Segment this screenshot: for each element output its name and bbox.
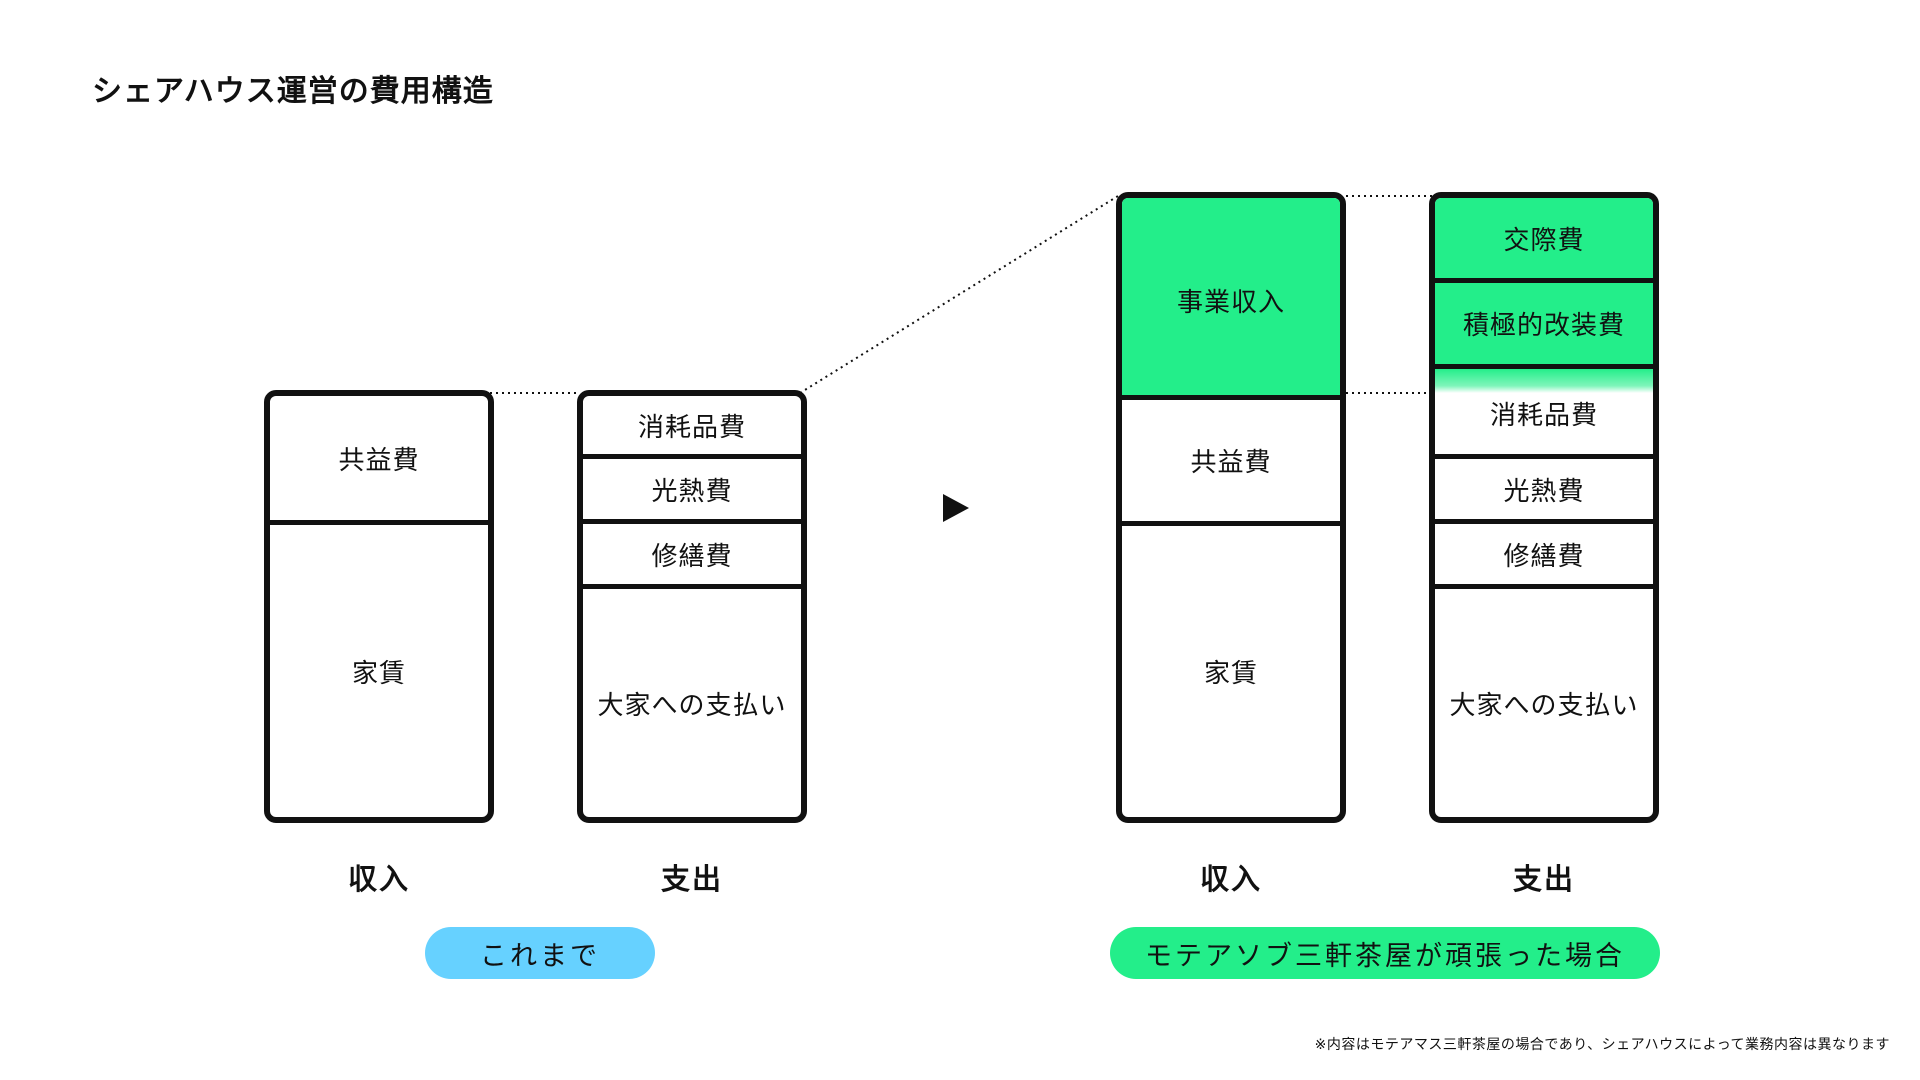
- after-income-label: 収入: [1199, 862, 1262, 896]
- after-tag: モテアソブ三軒茶屋が頑張った場合: [1110, 927, 1660, 979]
- after-expense-label: 支出: [1512, 862, 1575, 896]
- after-expense-box: 交際費 積極的改装費 消耗品費 光熱費 修繕費 大家への支払い: [1429, 192, 1659, 823]
- before-expense-segment-landlord: 大家への支払い: [597, 690, 787, 721]
- before-income-segment-rent: 家賃: [351, 658, 406, 689]
- after-income-segment-common-fee: 共益費: [1122, 400, 1340, 526]
- after-expense-segment-repairs: 修繕費: [1435, 524, 1653, 589]
- before-income-box: 共益費 家賃: [264, 390, 494, 823]
- before-expense-segment-utilities: 光熱費: [583, 459, 801, 524]
- after-expense-segment-consumables: 消耗品費: [1435, 393, 1653, 459]
- before-expense-segment-consumables: 消耗品費: [583, 396, 801, 459]
- after-expense-segment-landlord: 大家への支払い: [1449, 690, 1639, 721]
- before-expense-segment-repairs: 修繕費: [583, 524, 801, 589]
- before-tag: これまで: [425, 927, 655, 979]
- after-income-segment-rent: 家賃: [1203, 659, 1258, 689]
- guide-line-diagonal: [799, 195, 1119, 394]
- after-expense-segment-renovation: 積極的改装費: [1435, 283, 1653, 369]
- before-income-label: 収入: [347, 862, 410, 896]
- footnote: ※内容はモテアマス三軒茶屋の場合であり、シェアハウスによって業務内容は異なります: [1314, 1037, 1890, 1053]
- before-expense-label: 支出: [660, 862, 723, 896]
- after-income-segment-business: 事業収入: [1122, 198, 1340, 400]
- page-title: シェアハウス運営の費用構造: [92, 74, 494, 109]
- after-expense-segment-entertainment: 交際費: [1435, 198, 1653, 283]
- before-income-segment-common-fee: 共益費: [270, 396, 488, 525]
- after-expense-gap: [1435, 369, 1653, 393]
- after-expense-segment-utilities: 光熱費: [1435, 459, 1653, 524]
- play-arrow-icon: [943, 494, 969, 522]
- after-income-box: 事業収入 共益費 家賃: [1116, 192, 1346, 823]
- before-expense-box: 消耗品費 光熱費 修繕費 大家への支払い: [577, 390, 807, 823]
